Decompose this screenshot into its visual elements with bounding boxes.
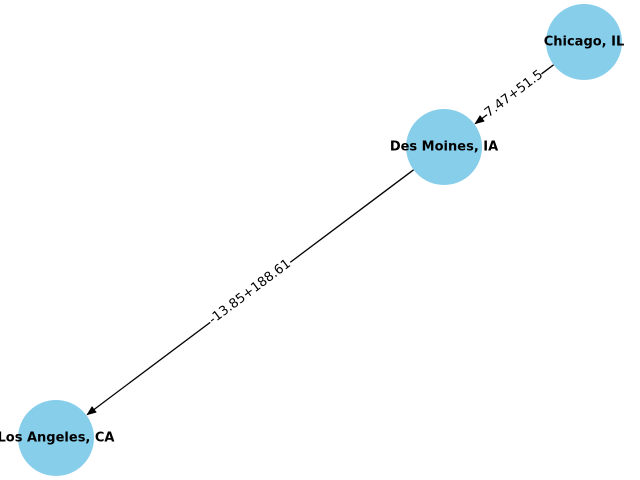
edge-label-background bbox=[481, 66, 547, 122]
edge-desmoines-losangeles: -13.85+188.61 bbox=[86, 169, 414, 416]
node-desmoines[interactable]: Des Moines, IA bbox=[390, 109, 498, 185]
node-label: Chicago, IL bbox=[544, 35, 625, 50]
node-circle bbox=[546, 4, 622, 80]
edge-label-group: -13.85+188.61 bbox=[204, 254, 296, 330]
node-circle bbox=[406, 109, 482, 185]
edge-label: -13.85+188.61 bbox=[206, 256, 294, 327]
node-circle bbox=[18, 400, 94, 476]
edge-label-group: 7.47+51.5 bbox=[481, 66, 547, 122]
node-label: Los Angeles, CA bbox=[0, 431, 115, 446]
node-losangeles[interactable]: Los Angeles, CA bbox=[0, 400, 115, 476]
edge-chicago-desmoines: 7.47+51.5 bbox=[474, 64, 554, 125]
node-label: Des Moines, IA bbox=[390, 140, 498, 155]
edge-label: 7.47+51.5 bbox=[482, 67, 546, 120]
edge-label-background bbox=[204, 254, 296, 330]
node-chicago[interactable]: Chicago, IL bbox=[544, 4, 625, 80]
